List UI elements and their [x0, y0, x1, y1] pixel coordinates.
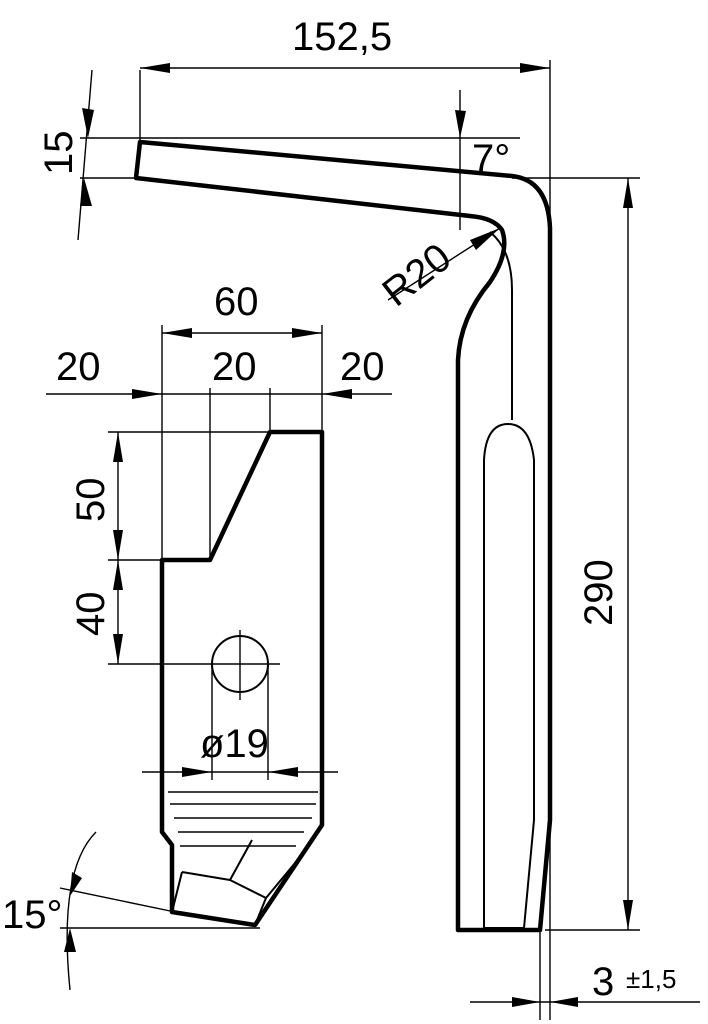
tip-offset-label: 3	[592, 960, 614, 1004]
edge-facets	[171, 839, 311, 926]
blade-outline	[133, 139, 553, 933]
blade-groove	[483, 422, 535, 929]
dimension-labels: 152,5 15 7° R20 290 3 ±1,5 60 20 20 20 5…	[2, 15, 676, 1004]
bend-inner-line	[489, 231, 513, 420]
arm-thickness-label: 15	[37, 131, 81, 176]
blade-front-view	[159, 429, 325, 928]
tip-angle-label: 15°	[2, 893, 63, 937]
overall-height-label: 290	[577, 559, 621, 626]
hole-diameter-label: ø19	[200, 722, 269, 766]
blade-side-view	[133, 139, 553, 933]
middle-span-label: 20	[212, 345, 257, 389]
edge-hatching	[168, 791, 318, 847]
hole-centerlines	[200, 630, 280, 700]
tip-tolerance-label: ±1,5	[626, 964, 676, 994]
upper-step-label: 50	[69, 478, 113, 523]
left-offset-label: 20	[56, 345, 101, 389]
right-offset-label: 20	[340, 345, 385, 389]
dimension-lines	[46, 60, 700, 1020]
bend-radius-label: R20	[374, 235, 459, 315]
mount-width-label: 60	[214, 280, 259, 324]
hole-height-label: 40	[69, 592, 113, 637]
overall-width-label: 152,5	[292, 15, 392, 59]
plate-outline	[159, 429, 325, 928]
bend-angle-label: 7°	[472, 137, 510, 181]
